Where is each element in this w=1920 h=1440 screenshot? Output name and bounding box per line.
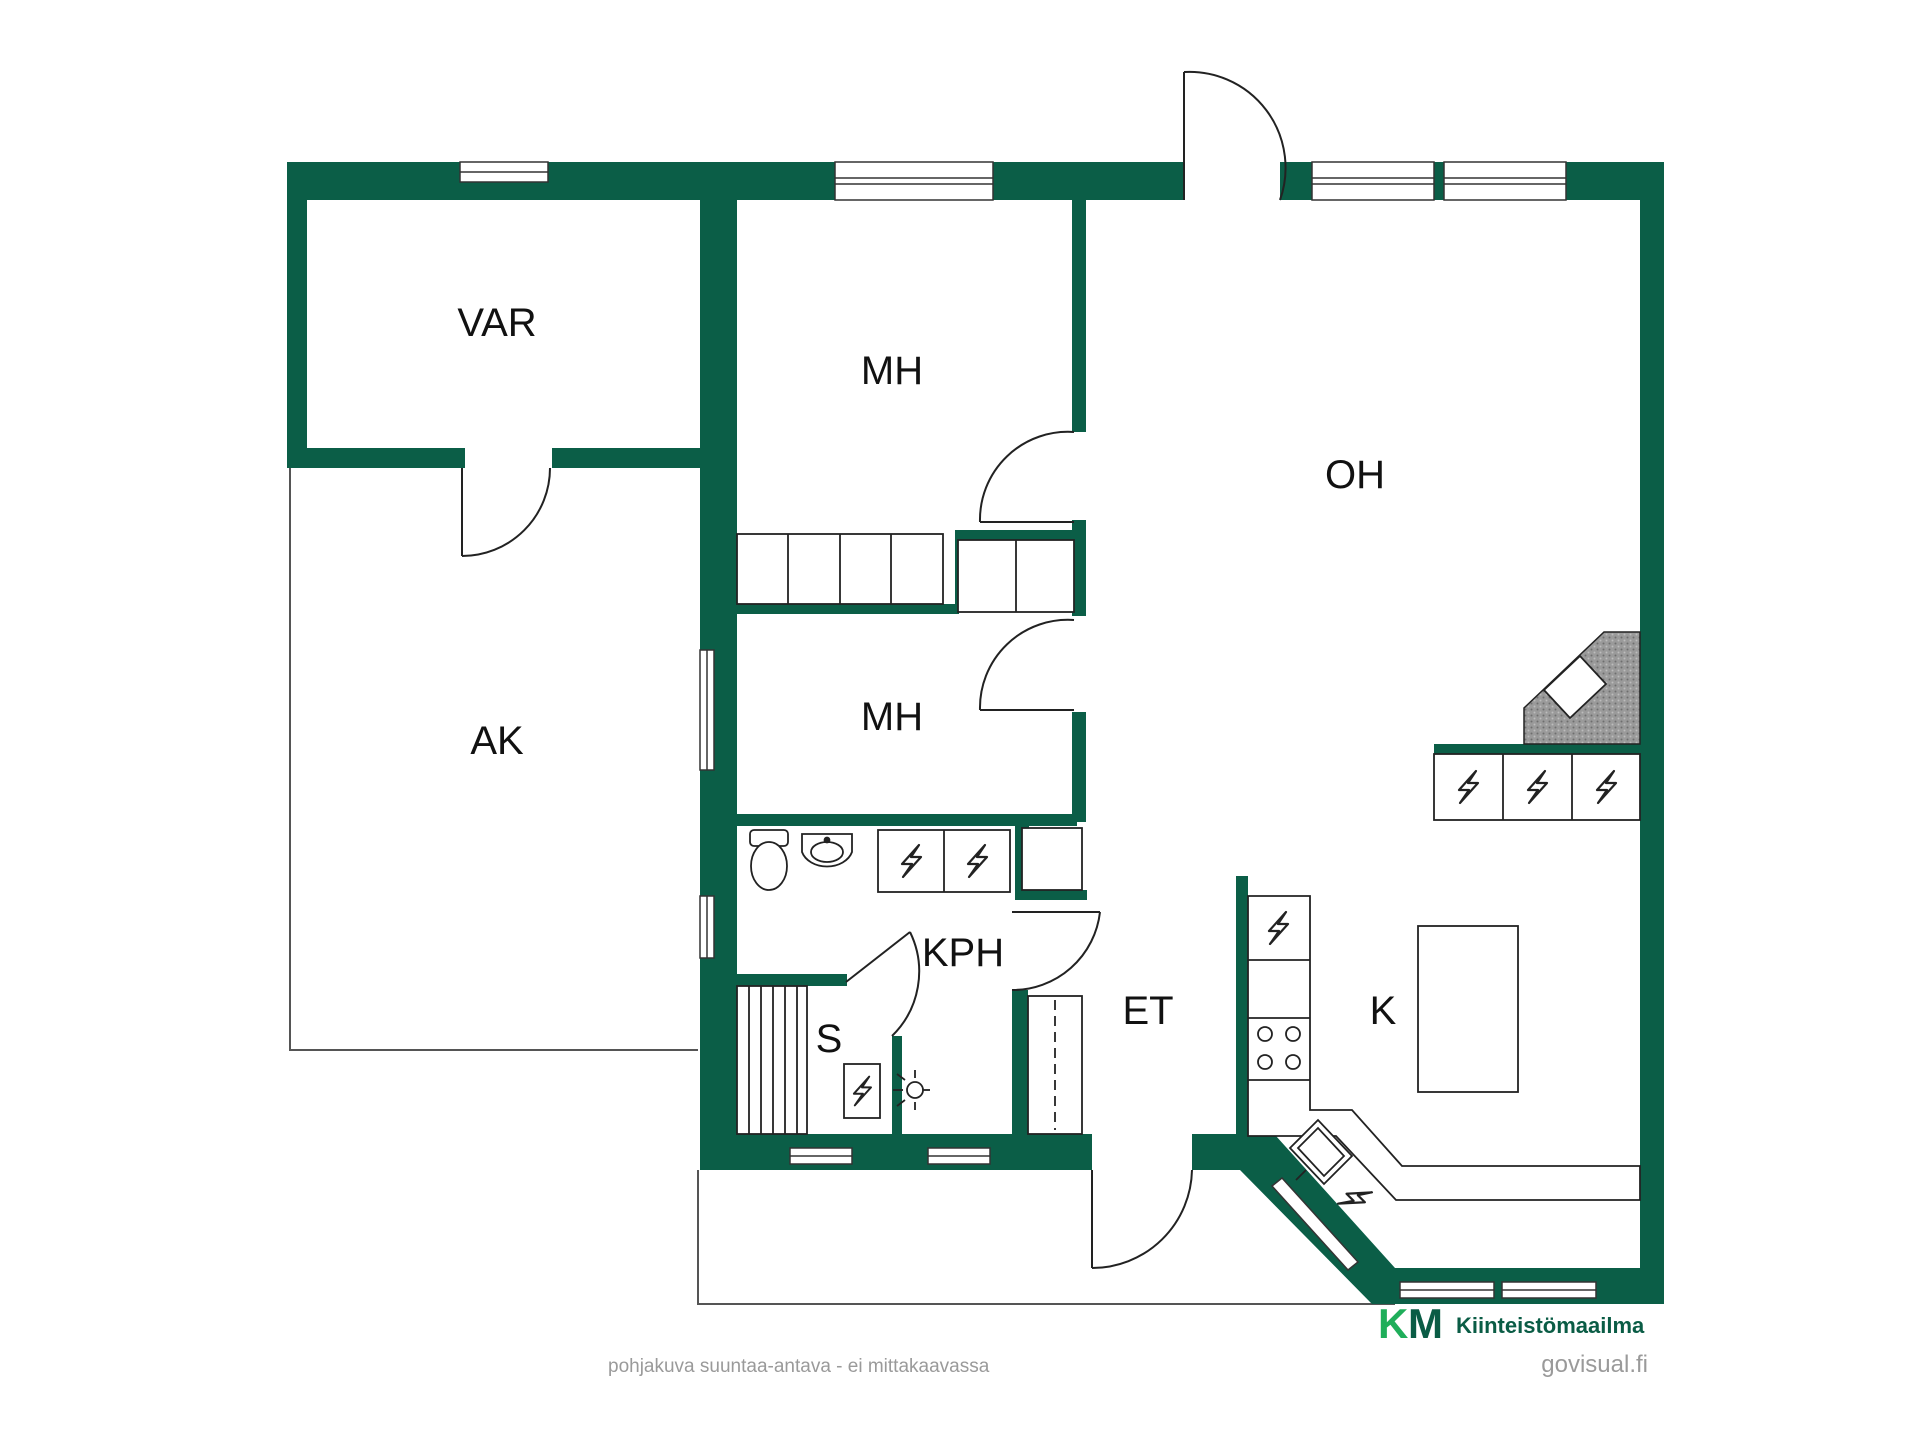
room-label-k: K [1370,989,1397,1033]
brand-mark-k: K [1378,1300,1408,1347]
windows [459,161,1597,1299]
toilet-icon [749,829,789,891]
room-label-var: VAR [457,301,536,345]
kitchen-island [1417,925,1519,1093]
room-label-kph: KPH [922,931,1004,975]
brand-name: Kiinteistömaailma [1456,1313,1645,1338]
room-label-mh-lower: MH [861,695,923,739]
room-label-et: ET [1122,989,1173,1033]
sink-icon [801,833,853,868]
fireplace-icon [1523,631,1641,745]
doors [461,70,1287,1269]
sauna-stove [843,1063,881,1119]
room-label-oh: OH [1325,453,1385,497]
terrace-outlines [289,466,1395,1305]
sauna-bench [736,985,808,1135]
room-labels: VAR AK MH MH OH KPH S ET K [457,301,1396,1061]
credit-text: govisual.fi [1541,1351,1648,1378]
room-label-mh-upper: MH [861,349,923,393]
stove-icon [1257,1026,1301,1070]
appliance-pair [877,829,1011,893]
disclaimer-text: pohjakuva suuntaa-antava - ei mittakaava… [608,1356,990,1377]
shower-icon [893,1070,930,1110]
electrical-cabinets [1433,753,1641,821]
hall-bench [1027,995,1083,1135]
room-label-ak: AK [470,719,524,763]
wardrobes [736,533,1083,891]
room-label-s: S [816,1017,843,1061]
brand-logo: K M Kiinteistömaailma [1378,1300,1645,1347]
brand-mark-m: M [1408,1300,1443,1347]
kitchen-sink [1288,1118,1354,1186]
